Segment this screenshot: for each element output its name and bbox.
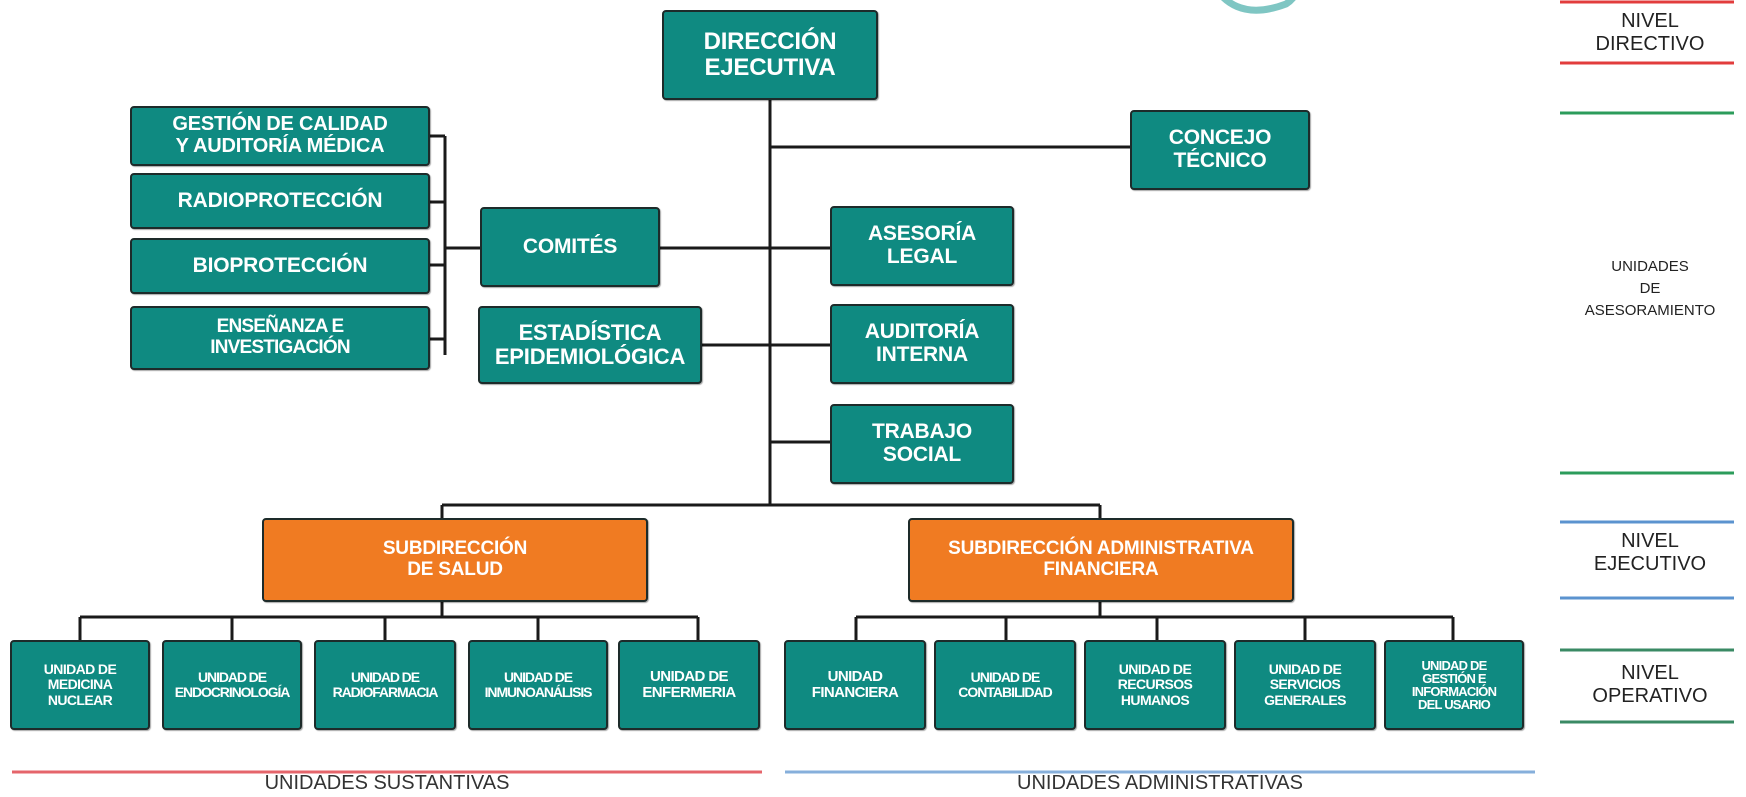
node-estadistica-epidemiologica: ESTADÍSTICA EPIDEMIOLÓGICA [478,306,702,384]
level-label-directivo: NIVEL DIRECTIVO [1595,10,1705,55]
node-radioproteccion: RADIOPROTECCIÓN [130,173,430,229]
level-label-asesoramiento: UNIDADES DE ASESORAMIENTO [1584,258,1716,319]
node-unidad-contabilidad: UNIDAD DE CONTABILIDAD [934,640,1076,730]
node-ensenanza-investigacion: ENSEÑANZA E INVESTIGACIÓN [130,306,430,370]
footer-unidades-sustantivas: UNIDADES SUSTANTIVAS [264,772,510,794]
node-comites: COMITÉS [480,207,660,287]
node-bioproteccion: BIOPROTECCIÓN [130,238,430,294]
node-unidad-radiofarmacia: UNIDAD DE RADIOFARMACIA [314,640,456,730]
node-subdireccion-administrativa: SUBDIRECCIÓN ADMINISTRATIVA FINANCIERA [908,518,1294,602]
node-trabajo-social: TRABAJO SOCIAL [830,404,1014,484]
node-unidad-recursos-humanos: UNIDAD DE RECURSOS HUMANOS [1084,640,1226,730]
node-unidad-financiera: UNIDAD FINANCIERA [784,640,926,730]
node-unidad-servicios-generales: UNIDAD DE SERVICIOS GENERALES [1234,640,1376,730]
logo-emblem-arc [1221,0,1296,14]
footer-unidades-administrativas: UNIDADES ADMINISTRATIVAS [1017,772,1303,794]
node-unidad-enfermeria: UNIDAD DE ENFERMERIA [618,640,760,730]
node-gestion-calidad: GESTIÓN DE CALIDAD Y AUDITORÍA MÉDICA [130,106,430,166]
node-unidad-endocrinologia: UNIDAD DE ENDOCRINOLOGÍA [162,640,302,730]
node-asesoria-legal: ASESORÍA LEGAL [830,206,1014,286]
level-label-ejecutivo: NIVEL EJECUTIVO [1593,530,1707,575]
node-unidad-inmunoanalisis: UNIDAD DE INMUNOANÁLISIS [468,640,608,730]
node-concejo-tecnico: CONCEJO TÉCNICO [1130,110,1310,190]
node-unidad-medicina-nuclear: UNIDAD DE MEDICINA NUCLEAR [10,640,150,730]
node-direccion-ejecutiva: DIRECCIÓN EJECUTIVA [662,10,878,100]
node-auditoria-interna: AUDITORÍA INTERNA [830,304,1014,384]
level-label-operativo: NIVEL OPERATIVO [1592,662,1708,707]
node-subdireccion-salud: SUBDIRECCIÓN DE SALUD [262,518,648,602]
node-unidad-gestion-informacion: UNIDAD DE GESTIÓN E INFORMACIÓN DEL USAR… [1384,640,1524,730]
